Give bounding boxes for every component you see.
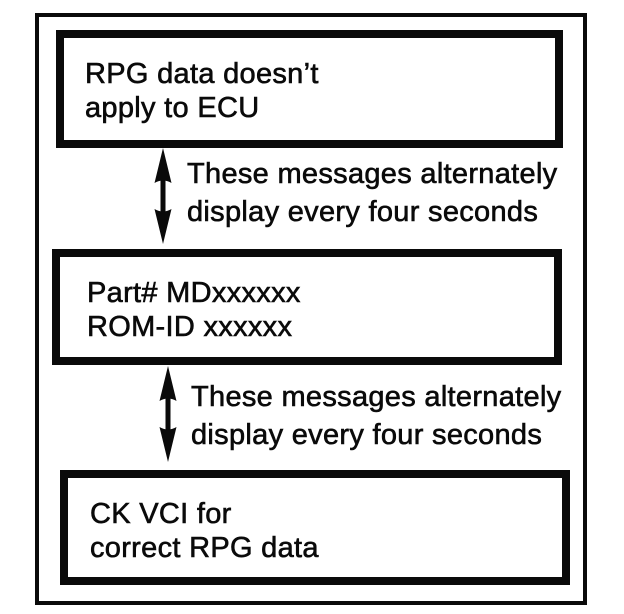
annotation-line: display every four seconds [191,419,543,452]
annotation-alternating-messages: These messages alternately display every… [187,155,558,231]
double-headed-arrow-icon [156,366,180,462]
message-line: RPG data doesn’t [85,58,319,91]
message-box-ck-vci: CK VCI for correct RPG data [60,470,570,585]
outer-frame [35,13,587,605]
message-line: ROM-ID xxxxxx [87,311,293,344]
message-line: Part# MDxxxxxx [87,277,301,310]
message-box-rpg-data: RPG data doesn’t apply to ECU [56,30,563,148]
message-box-part-number: Part# MDxxxxxx ROM-ID xxxxxx [52,249,562,365]
annotation-alternating-messages: These messages alternately display every… [191,378,562,454]
annotation-line: These messages alternately [191,381,562,414]
annotation-line: display every four seconds [187,196,539,229]
message-line: CK VCI for [90,498,232,531]
message-line: apply to ECU [85,92,260,125]
message-line: correct RPG data [90,532,319,565]
double-headed-arrow-icon [151,148,175,244]
annotation-line: These messages alternately [187,158,558,191]
